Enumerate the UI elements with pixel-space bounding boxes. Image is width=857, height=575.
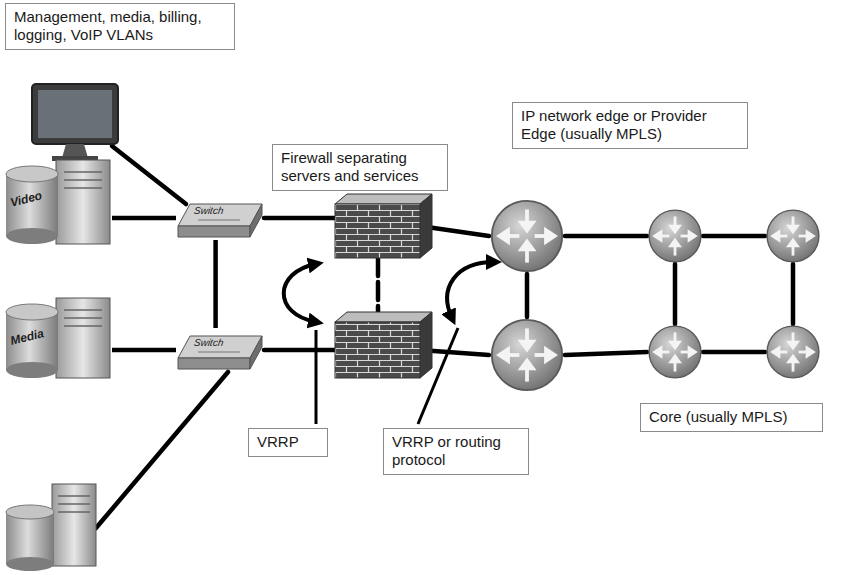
switch-icon: Switch bbox=[176, 328, 264, 372]
icon-label: Switch bbox=[193, 205, 224, 216]
callout-text: Core (usually MPLS) bbox=[649, 408, 814, 426]
callout-text: VRRP or routing protocol bbox=[392, 433, 520, 469]
server-icon: Media bbox=[4, 296, 112, 382]
callout-text: Management, media, billing, logging, VoI… bbox=[14, 8, 226, 44]
network-link bbox=[112, 348, 176, 353]
server-icon: Video bbox=[4, 158, 112, 248]
switch-drawing bbox=[176, 328, 264, 372]
callout-text: VRRP bbox=[257, 433, 319, 451]
callout-text: Firewall separating servers and services bbox=[281, 149, 439, 185]
network-link bbox=[213, 240, 218, 328]
callout-box: Core (usually MPLS) bbox=[640, 403, 823, 432]
switch-drawing bbox=[176, 196, 264, 240]
callout-box: IP network edge or Provider Edge (usuall… bbox=[512, 102, 748, 149]
callout-box: VRRP or routing protocol bbox=[383, 428, 529, 475]
callout-box: Management, media, billing, logging, VoI… bbox=[5, 3, 235, 50]
icon-label: Switch bbox=[193, 337, 224, 348]
switch-icon: Switch bbox=[176, 196, 264, 240]
callout-box: Firewall separating servers and services bbox=[272, 144, 448, 191]
callout-text: IP network edge or Provider Edge (usuall… bbox=[521, 107, 739, 143]
callout-box: VRRP bbox=[248, 428, 328, 457]
network-link bbox=[112, 216, 176, 221]
